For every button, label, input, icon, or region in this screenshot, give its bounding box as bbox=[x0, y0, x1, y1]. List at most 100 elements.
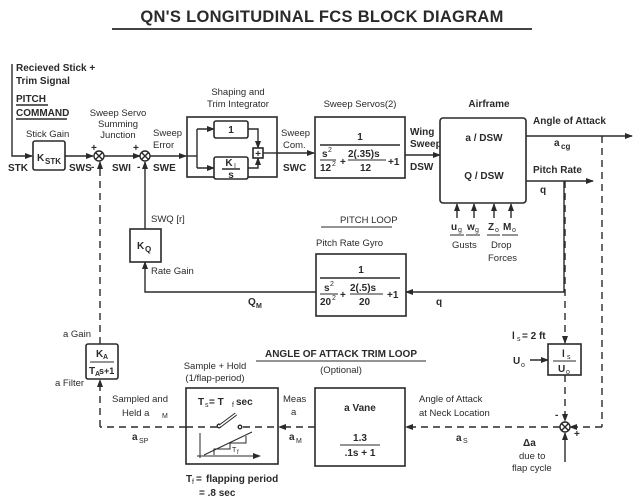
wg-sub: g bbox=[475, 227, 479, 234]
ss-num: 1 bbox=[357, 132, 363, 143]
acg-sub: cg bbox=[561, 142, 570, 151]
asp-sub: SP bbox=[139, 438, 149, 445]
sweep-label: Sweep bbox=[410, 139, 442, 150]
pitch-label: PITCH bbox=[16, 94, 46, 105]
ts-t: T bbox=[198, 397, 204, 408]
ss-d: 12 bbox=[360, 163, 372, 174]
prg-20: 20 bbox=[320, 297, 332, 308]
pitch-rate-label: Pitch Rate bbox=[533, 165, 582, 176]
wg-w: w bbox=[466, 222, 475, 233]
sweep-com-label-1: Sweep bbox=[281, 128, 310, 139]
ls-eq-l: l bbox=[512, 331, 515, 342]
ls-eq-rest: = 2 ft bbox=[522, 331, 546, 342]
prg-20-exp: 2 bbox=[332, 295, 336, 302]
dsw-label: DSW bbox=[410, 162, 434, 173]
gyro-label: Pitch Rate Gyro bbox=[316, 238, 383, 249]
ls-den-sub: o bbox=[566, 369, 570, 376]
sweep-servo-label: Sweep Servo bbox=[90, 108, 147, 119]
as-a: a bbox=[456, 433, 462, 444]
qm-line bbox=[142, 261, 316, 293]
zo-sub: o bbox=[495, 227, 499, 234]
sample-hold-label-2: (1/flap-period) bbox=[185, 373, 244, 384]
ls-num-l: l bbox=[562, 349, 565, 360]
vane-label: a Vane bbox=[344, 403, 376, 414]
ls-num-sub: s bbox=[567, 354, 571, 361]
ss-plus: + bbox=[340, 157, 346, 168]
sampled-label-2: Held a bbox=[122, 408, 150, 419]
aoa-trim-optional: (Optional) bbox=[320, 365, 362, 376]
alpha-filter-label: a Filter bbox=[55, 378, 84, 389]
flap-cycle-label: flap cycle bbox=[512, 463, 552, 474]
delta-a-label: Δa bbox=[523, 438, 536, 449]
airframe-label: Airframe bbox=[468, 99, 510, 110]
note-eq: = bbox=[196, 474, 202, 485]
u0-u: U bbox=[513, 356, 520, 367]
qm-sub: M bbox=[256, 303, 262, 310]
acg-a: a bbox=[554, 138, 560, 149]
sampler-switch-icon bbox=[186, 412, 278, 430]
neck-label-1: Angle of Attack bbox=[419, 394, 483, 405]
aoa-trim-loop-title: ANGLE OF ATTACK TRIM LOOP bbox=[265, 349, 417, 360]
sj1-plus: + bbox=[91, 143, 97, 154]
prg-s-exp: 2 bbox=[330, 281, 334, 288]
tf-mark-sub: f bbox=[237, 450, 239, 456]
shaping-join-1 bbox=[248, 128, 261, 149]
alpha-vane-block bbox=[314, 387, 406, 467]
ka-k: K bbox=[96, 349, 104, 360]
kq-sub: Q bbox=[145, 245, 151, 254]
ki-sub: I bbox=[234, 163, 236, 170]
stk-input-line bbox=[11, 64, 33, 159]
summing-label: Summing bbox=[98, 119, 138, 130]
aoa-label: Angle of Attack bbox=[533, 116, 606, 127]
flap-summing-junction bbox=[559, 421, 571, 433]
neck-label-2: at Neck Location bbox=[419, 408, 490, 419]
sample-hold-label-1: Sample + Hold bbox=[184, 361, 247, 372]
zo-z: Z bbox=[488, 222, 494, 233]
sj2-plus: + bbox=[133, 143, 139, 154]
junction-label: Junction bbox=[100, 130, 135, 141]
asp-a: a bbox=[132, 432, 138, 443]
gusts-label: Gusts bbox=[452, 240, 477, 251]
shaping-join-2 bbox=[248, 157, 261, 169]
due-to-label: due to bbox=[519, 451, 545, 462]
prg-d: 20 bbox=[359, 297, 371, 308]
mo-sub: o bbox=[512, 227, 516, 234]
pitch-loop-title: PITCH LOOP bbox=[340, 215, 398, 226]
ki-k: K bbox=[225, 158, 233, 169]
vane-den: .1s + 1 bbox=[345, 448, 376, 459]
shaping-label-2: Trim Integrator bbox=[207, 99, 269, 110]
ss-s: s bbox=[322, 149, 328, 160]
note-tf-sub: f bbox=[192, 479, 194, 486]
kstk-sub: STK bbox=[45, 157, 61, 166]
ss-12-exp: 2 bbox=[332, 161, 336, 168]
prg-c: 2(.5)s bbox=[350, 283, 377, 294]
q-in-label: q bbox=[436, 297, 442, 308]
tf-sub: f bbox=[232, 402, 234, 409]
kq-k: K bbox=[137, 241, 145, 252]
sws-label: SWS bbox=[69, 163, 92, 174]
meas-a: a bbox=[291, 407, 297, 418]
as-sub: S bbox=[463, 438, 468, 445]
prg-num: 1 bbox=[358, 265, 364, 276]
stick-gain-label: Stick Gain bbox=[26, 129, 69, 140]
ss-s-exp: 2 bbox=[328, 147, 332, 154]
qm-q: Q bbox=[248, 297, 256, 308]
flap-sum-minus: - bbox=[555, 410, 558, 421]
tf-mark-t: T bbox=[232, 447, 237, 454]
note-tf-t: T bbox=[186, 474, 192, 485]
ss-12: 12 bbox=[320, 163, 332, 174]
airframe-block bbox=[439, 117, 527, 204]
prg-plus: + bbox=[340, 290, 346, 301]
ka-sub: A bbox=[103, 354, 108, 361]
command-label: COMMAND bbox=[16, 108, 69, 119]
unity-text: 1 bbox=[228, 125, 234, 136]
q-output-label: q bbox=[540, 185, 546, 196]
vane-num: 1.3 bbox=[353, 433, 367, 444]
ki-s: s bbox=[228, 170, 234, 181]
diagram-title: QN'S LONGITUDINAL FCS BLOCK DIAGRAM bbox=[140, 8, 503, 26]
ta-t: T bbox=[89, 366, 95, 377]
ts-eq: = T bbox=[209, 397, 224, 408]
sweep-error-label-1: Sweep bbox=[153, 128, 182, 139]
swe-label: SWE bbox=[153, 163, 176, 174]
